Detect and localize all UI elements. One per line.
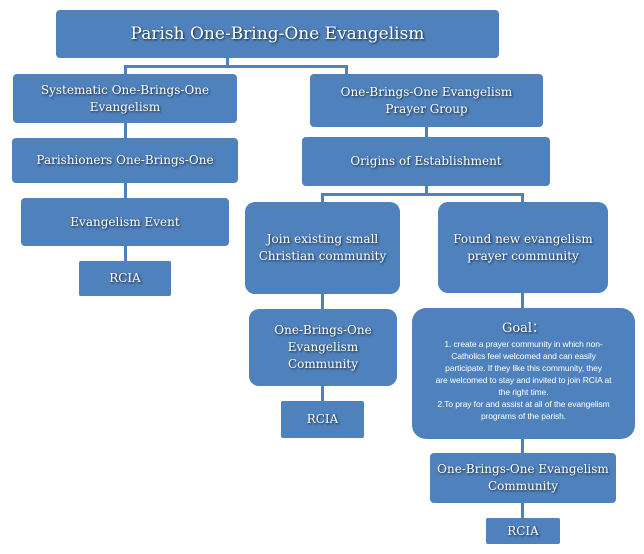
rcia-label: RCIA [306, 412, 339, 426]
goal-line: participate. If they like this community… [445, 363, 602, 373]
node-systematic: Systematic One-Brings-One Evangelism [13, 74, 237, 123]
goal-line: Catholics feel welcomed and can easily [451, 351, 596, 361]
connector-left-l2-l3 [124, 123, 127, 138]
connector-root-down [226, 58, 229, 66]
node-community-left: One-Brings-One Evangelism Community [249, 309, 397, 386]
evangelism-event-label: Evangelism Event [70, 214, 180, 229]
node-evangelism-event: Evangelism Event [21, 198, 229, 246]
node-goal: Goal： 1. create a prayer community in wh… [412, 308, 635, 439]
connector-root-horizontal [124, 65, 348, 68]
connector-root-right-drop [345, 65, 348, 74]
connector-root-left-drop [124, 65, 127, 74]
connector-origins-horizontal [321, 193, 524, 196]
connector-left-l4-l5 [124, 246, 127, 261]
connector-join-community [321, 294, 324, 309]
goal-description: 1. create a prayer community in which no… [436, 338, 612, 422]
systematic-label: Systematic One-Brings-One Evangelism [40, 82, 210, 114]
connector-community-rcia-right [521, 503, 524, 518]
rcia-label: RCIA [109, 271, 141, 285]
connector-right-l2-origins [425, 127, 428, 137]
found-new-label: Found new evangelism prayer community [453, 231, 593, 263]
goal-line: the right time. [498, 387, 549, 397]
origins-label: Origins of Establishment [350, 154, 502, 168]
connector-found-goal [521, 293, 524, 308]
node-found-new: Found new evangelism prayer community [438, 202, 608, 293]
goal-line: programs of the parish. [480, 411, 567, 421]
connector-left-l3-l4 [124, 183, 127, 198]
node-join-existing: Join existing small Christian community [245, 202, 400, 294]
join-existing-label: Join existing small Christian community [258, 232, 387, 263]
root-label: Parish One-Bring-One Evangelism [130, 24, 425, 44]
node-community-right: One-Brings-One Evangelism Community [430, 453, 616, 503]
root-node: Parish One-Bring-One Evangelism [56, 10, 499, 58]
goal-title: Goal： [501, 321, 546, 336]
community-right-label: One-Brings-One Evangelism Community [437, 462, 609, 493]
prayer-group-label: One-Brings-One Evangelism Prayer Group [340, 84, 513, 116]
connector-goal-community [521, 439, 524, 453]
node-prayer-group: One-Brings-One Evangelism Prayer Group [310, 74, 543, 127]
node-parishioners: Parishioners One-Brings-One [12, 138, 238, 183]
goal-line: 2.To pray for and assist at all of the e… [437, 399, 610, 409]
connector-community-rcia-left [321, 386, 324, 401]
rcia-label: RCIA [507, 523, 539, 538]
connector-origins-right-drop [521, 193, 524, 202]
connector-origins-left-drop [321, 193, 324, 202]
node-rcia-join-path: RCIA [281, 401, 364, 438]
connector-origins-down [425, 186, 428, 194]
node-origins: Origins of Establishment [302, 137, 550, 186]
node-rcia-found-path: RCIA [486, 518, 560, 544]
community-left-label: One-Brings-One Evangelism Community [274, 323, 372, 371]
goal-line: 1. create a prayer community in which no… [444, 339, 603, 349]
node-rcia-left-branch: RCIA [79, 261, 171, 296]
parishioners-label: Parishioners One-Brings-One [36, 153, 214, 167]
goal-line: are welcomed to stay and invited to join… [435, 375, 612, 385]
